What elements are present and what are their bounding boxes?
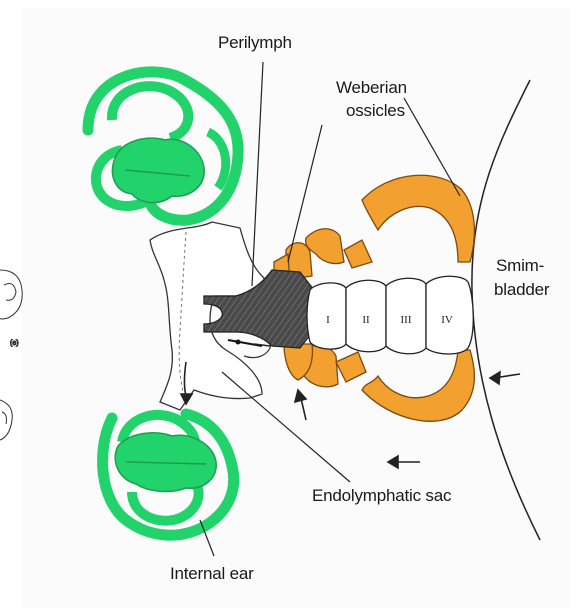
partial-side-sketch: (e)	[0, 270, 22, 440]
weberian-ossicles-label-line2: ossicles	[346, 101, 405, 121]
svg-text:(e): (e)	[10, 340, 19, 347]
swim-bladder-label-line1: Smim-	[496, 256, 544, 276]
internal-ear-label: Internal ear	[170, 564, 254, 584]
swim-bladder-label-line2: bladder	[494, 280, 549, 300]
vertebra-numeral-4: IV	[441, 314, 453, 326]
vertebra-numeral-3: III	[401, 314, 412, 326]
endolymphatic-sac-label: Endolymphatic sac	[312, 486, 451, 506]
perilymph-label: Perilymph	[218, 33, 292, 53]
vertebra-numeral-1: I	[326, 314, 330, 326]
vertebra-numeral-2: II	[362, 314, 370, 326]
weberian-ossicles-label-line1: Weberian	[336, 78, 407, 98]
